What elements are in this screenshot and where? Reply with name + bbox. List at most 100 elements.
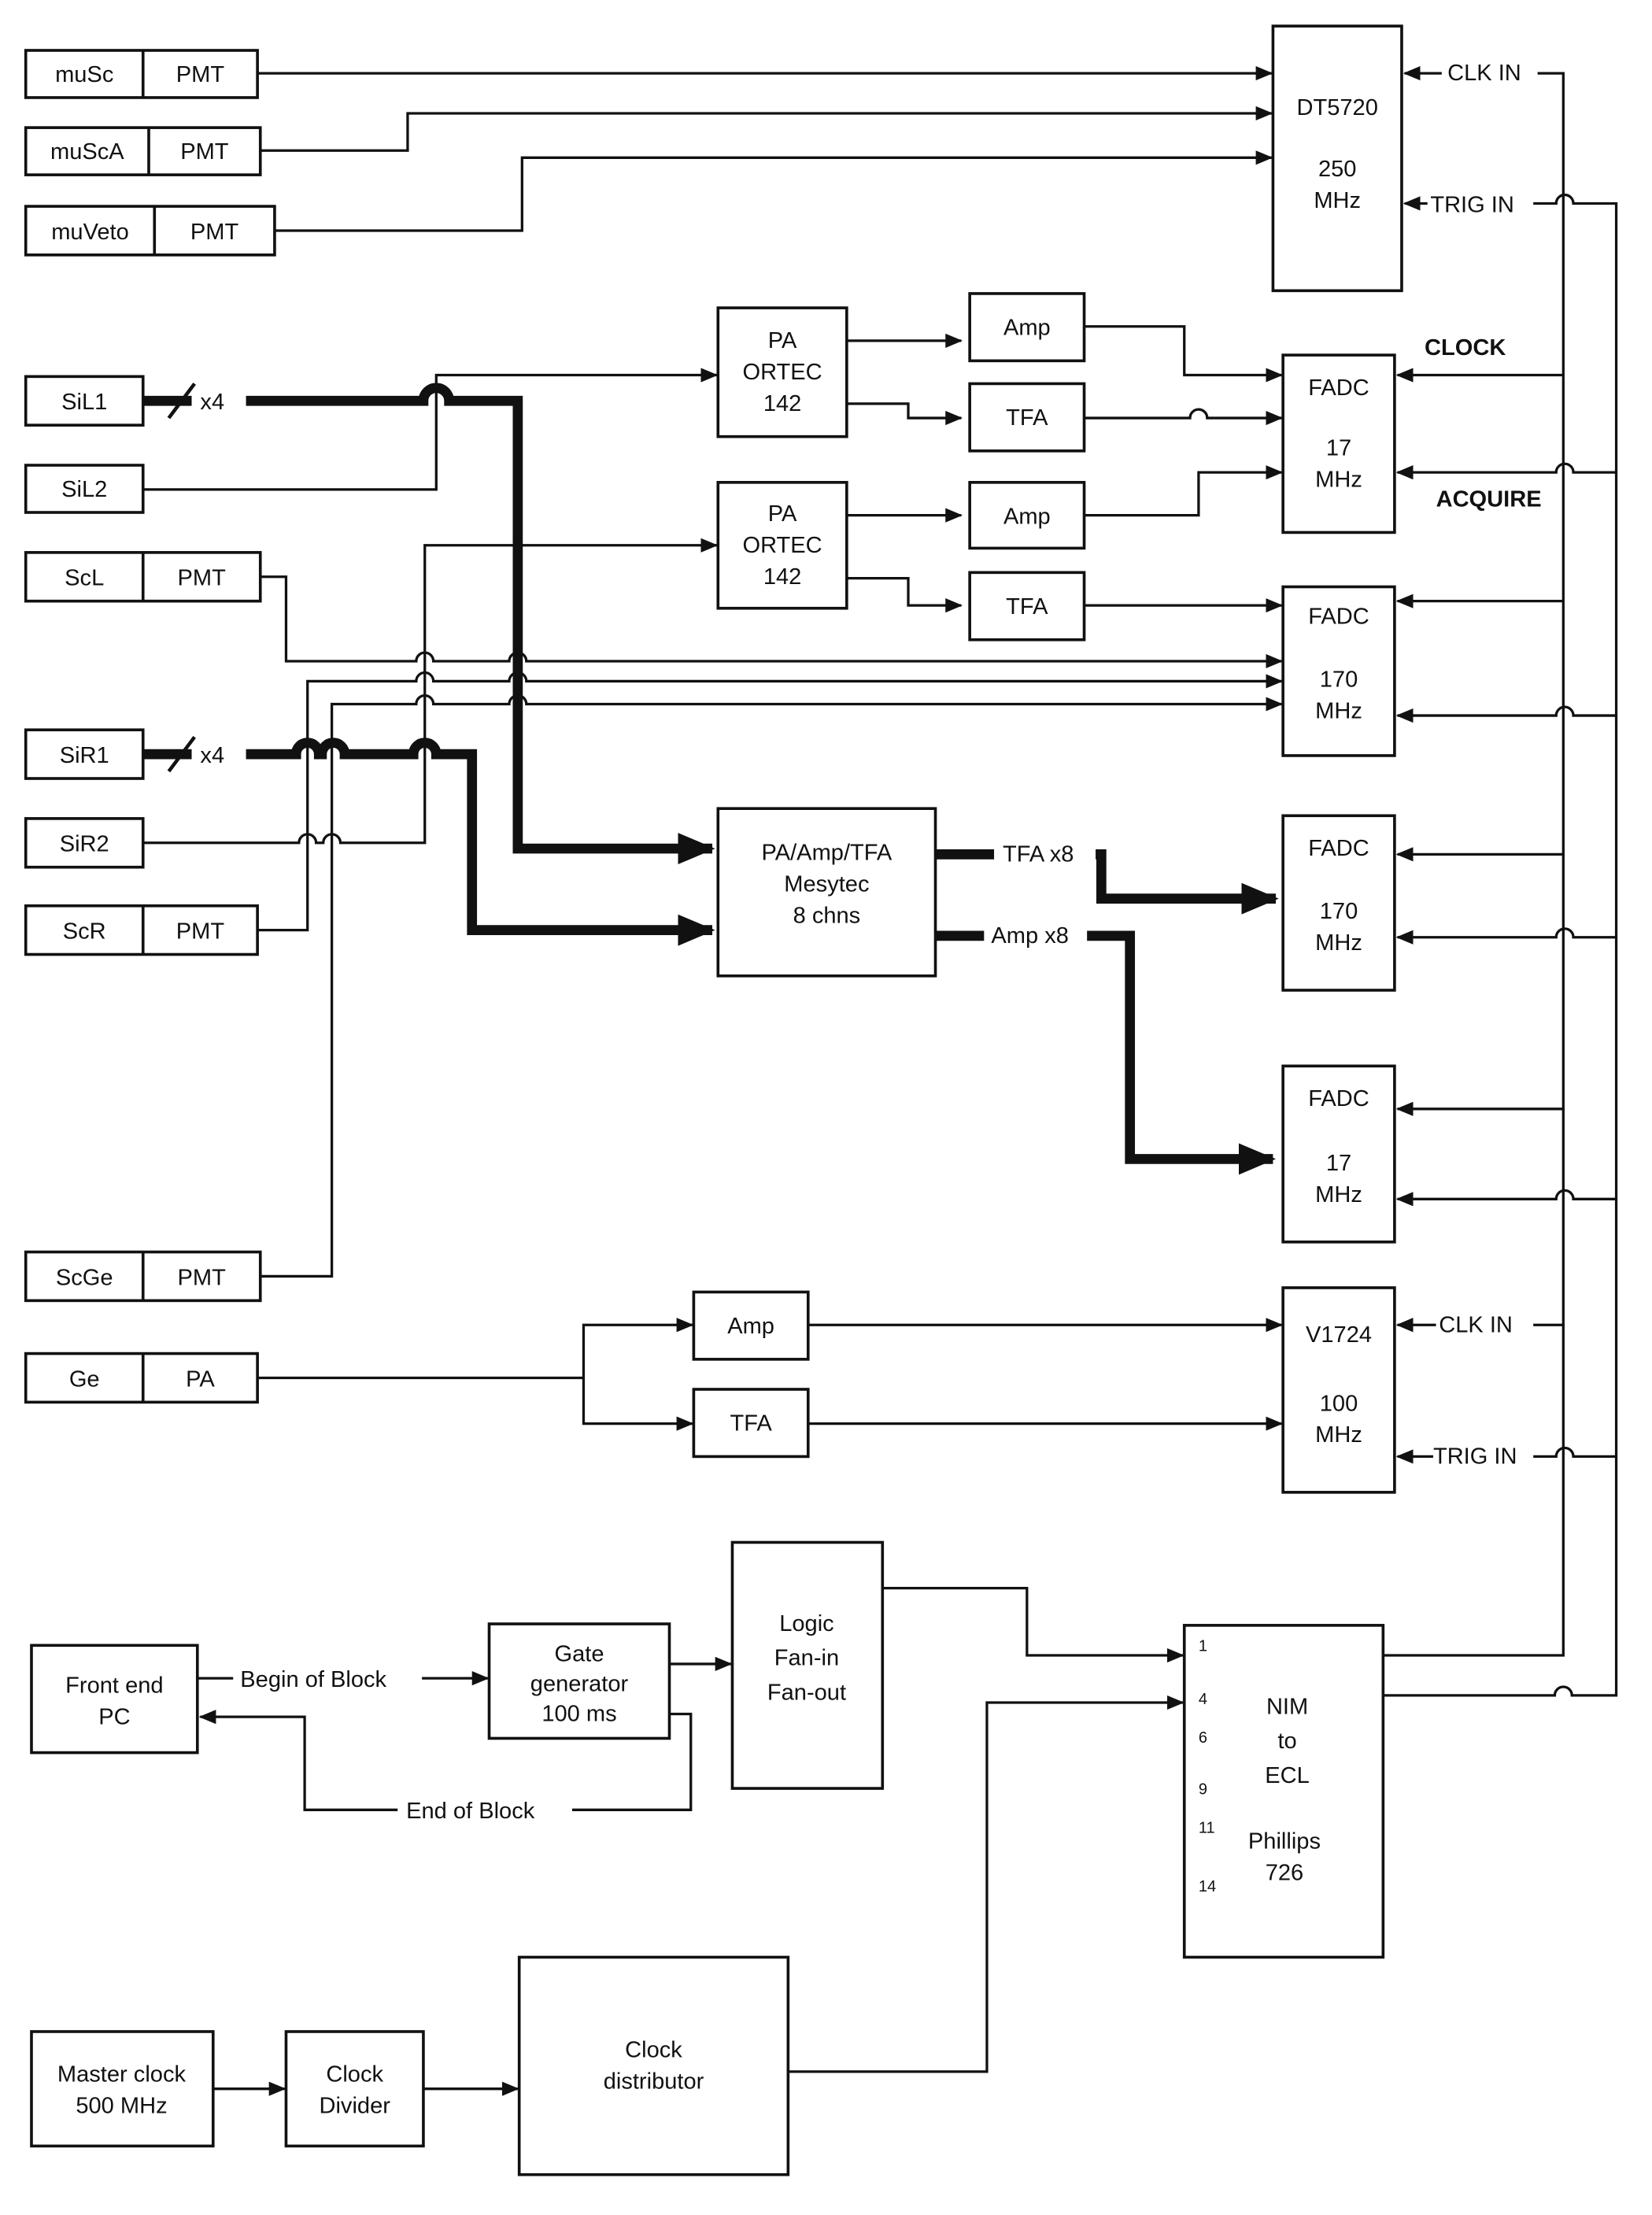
box-clock-distributor: Clock distributor [517, 1955, 790, 2176]
box-nim-to-ecl: NIM to ECL Phillips 726 1 4 6 9 11 14 [1182, 1624, 1385, 1959]
box-sil1: SiL1 [24, 375, 145, 427]
dt5720-line1: DT5720 [1296, 95, 1377, 120]
box-amp2: Amp [968, 481, 1086, 550]
wire-end-block-a [571, 1712, 693, 1811]
fadc4-line3: MHz [1315, 1182, 1362, 1207]
muveto-label: muVeto [51, 220, 129, 245]
wire-clockdist-to-nim [786, 1695, 1184, 2073]
fadc3-line1: FADC [1308, 836, 1369, 861]
scl-out-label: PMT [178, 566, 227, 591]
box-frontend-pc: Front end PC [30, 1644, 199, 1755]
box-fadc4: FADC 17 MHz [1281, 1064, 1396, 1244]
box-v1724: V1724 100 MHz [1281, 1286, 1396, 1494]
box-muveto: muVeto PMT [24, 205, 276, 257]
musc-out-label: PMT [176, 62, 225, 87]
box-logic-fan: Logic Fan-in Fan-out [730, 1540, 885, 1790]
wire-ge-to-amp3 [582, 1318, 694, 1378]
wire-acquire-to-fadc1 [1395, 462, 1617, 480]
amp2-label: Amp [1003, 505, 1051, 530]
label-clock: CLOCK [1425, 335, 1506, 361]
label-trig-in-v1724: TRIG IN [1433, 1444, 1517, 1470]
wire-end-block-b [198, 1710, 398, 1811]
wire-pa1-to-tfa1 [846, 402, 963, 426]
box-sir2-frame [24, 817, 145, 869]
box-scl: ScL PMT [24, 551, 262, 603]
wire-acquire-to-fadc3 [1395, 927, 1617, 945]
v1724-line2: 100 [1320, 1391, 1358, 1416]
label-end-of-block: End of Block [406, 1799, 535, 1824]
scr-out-label: PMT [176, 919, 225, 945]
fadc1-line1: FADC [1308, 375, 1369, 401]
logic-line2: Fan-in [774, 1646, 839, 1671]
box-scr: ScR PMT [24, 904, 259, 956]
box-tfa3-frame [692, 1388, 810, 1459]
box-clockdist-frame [517, 1955, 790, 2176]
scge-label: ScGe [56, 1265, 113, 1290]
box-gategen-frame [487, 1622, 671, 1740]
gategen-line2: generator [530, 1671, 629, 1696]
digitizer-boxes: DT5720 250 MHz FADC 17 MHz FADC 170 MHz … [1182, 24, 1403, 1959]
nim-port-14: 14 [1199, 1878, 1216, 1895]
scl-label: ScL [65, 566, 104, 591]
fadc1-line3: MHz [1315, 467, 1362, 492]
box-frontend-frame [30, 1644, 199, 1755]
wires [142, 65, 1618, 2096]
nim-port-11: 11 [1199, 1819, 1215, 1836]
box-v1724-frame [1281, 1286, 1396, 1494]
nim-port-6: 6 [1199, 1729, 1207, 1747]
frontend-line2: PC [98, 1704, 130, 1729]
amp3-label: Amp [727, 1314, 774, 1339]
box-sil2: SiL2 [24, 464, 145, 514]
tfa2-label: TFA [1006, 594, 1048, 619]
box-fadc2-frame [1281, 585, 1396, 757]
masterclock-line2: 500 MHz [76, 2094, 167, 2119]
fadc4-line1: FADC [1308, 1086, 1369, 1111]
sir2-label: SiR2 [60, 832, 109, 857]
mesytec-line3: 8 chns [793, 904, 861, 929]
label-acquire: ACQUIRE [1436, 487, 1542, 512]
box-pa1-frame [716, 306, 848, 438]
nim-port-1: 1 [1199, 1638, 1207, 1655]
box-fadc2: FADC 170 MHz [1281, 585, 1396, 757]
x4-tick-right [167, 735, 196, 773]
label-x4-sir1: x4 [200, 743, 224, 768]
musc-label: muSc [55, 62, 113, 87]
fadc1-line2: 17 [1326, 435, 1351, 460]
tfa3-label: TFA [730, 1411, 772, 1437]
wire-sil1-to-mesytec [246, 383, 715, 865]
control-boxes: Front end PC Gate generator 100 ms Logic… [30, 1540, 885, 2176]
nim-line2: to [1277, 1729, 1296, 1754]
pa1-line1: PA [768, 328, 797, 353]
box-dt5720-frame [1271, 24, 1403, 293]
box-sil1-frame [24, 375, 145, 427]
box-scge: ScGe PMT [24, 1250, 262, 1303]
box-mesytec: PA/Amp/TFA Mesytec 8 chns [716, 807, 937, 978]
wire-tfa1-to-fadc1 [1084, 408, 1284, 426]
v1724-line3: MHz [1315, 1422, 1362, 1448]
box-amp3: Amp [692, 1290, 810, 1361]
wire-amp2-to-fadc1 [1084, 465, 1284, 517]
nim-line3: ECL [1265, 1763, 1310, 1788]
floating-labels: CLK IN TRIG IN CLOCK ACQUIRE x4 x4 TFA x… [200, 61, 1541, 1824]
ge-out-label: PA [186, 1366, 215, 1392]
wire-sil2-to-pa1 [142, 368, 719, 491]
clockdist-line1: Clock [625, 2038, 682, 2063]
nim-port-9: 9 [1199, 1781, 1207, 1798]
box-clockdiv-frame [284, 2030, 425, 2148]
box-logic-frame [730, 1540, 885, 1790]
wire-acquire-to-fadc2 [1395, 705, 1617, 723]
wire-muveto-to-dt5720 [274, 150, 1273, 232]
fadc2-line2: 170 [1320, 667, 1358, 693]
box-dt5720: DT5720 250 MHz [1271, 24, 1403, 293]
box-pa2-frame [716, 481, 848, 610]
fadc3-line2: 170 [1320, 899, 1358, 924]
label-tfa-x8: TFA x8 [1003, 841, 1074, 867]
box-nim-frame [1182, 1624, 1385, 1959]
sil2-label: SiL2 [61, 477, 107, 502]
box-pa-ortec-2: PA ORTEC 142 [716, 481, 848, 610]
pa1-line3: 142 [763, 391, 801, 416]
box-ge-frame [24, 1352, 259, 1404]
box-amp1: Amp [968, 292, 1086, 363]
gategen-line3: 100 ms [541, 1702, 616, 1727]
